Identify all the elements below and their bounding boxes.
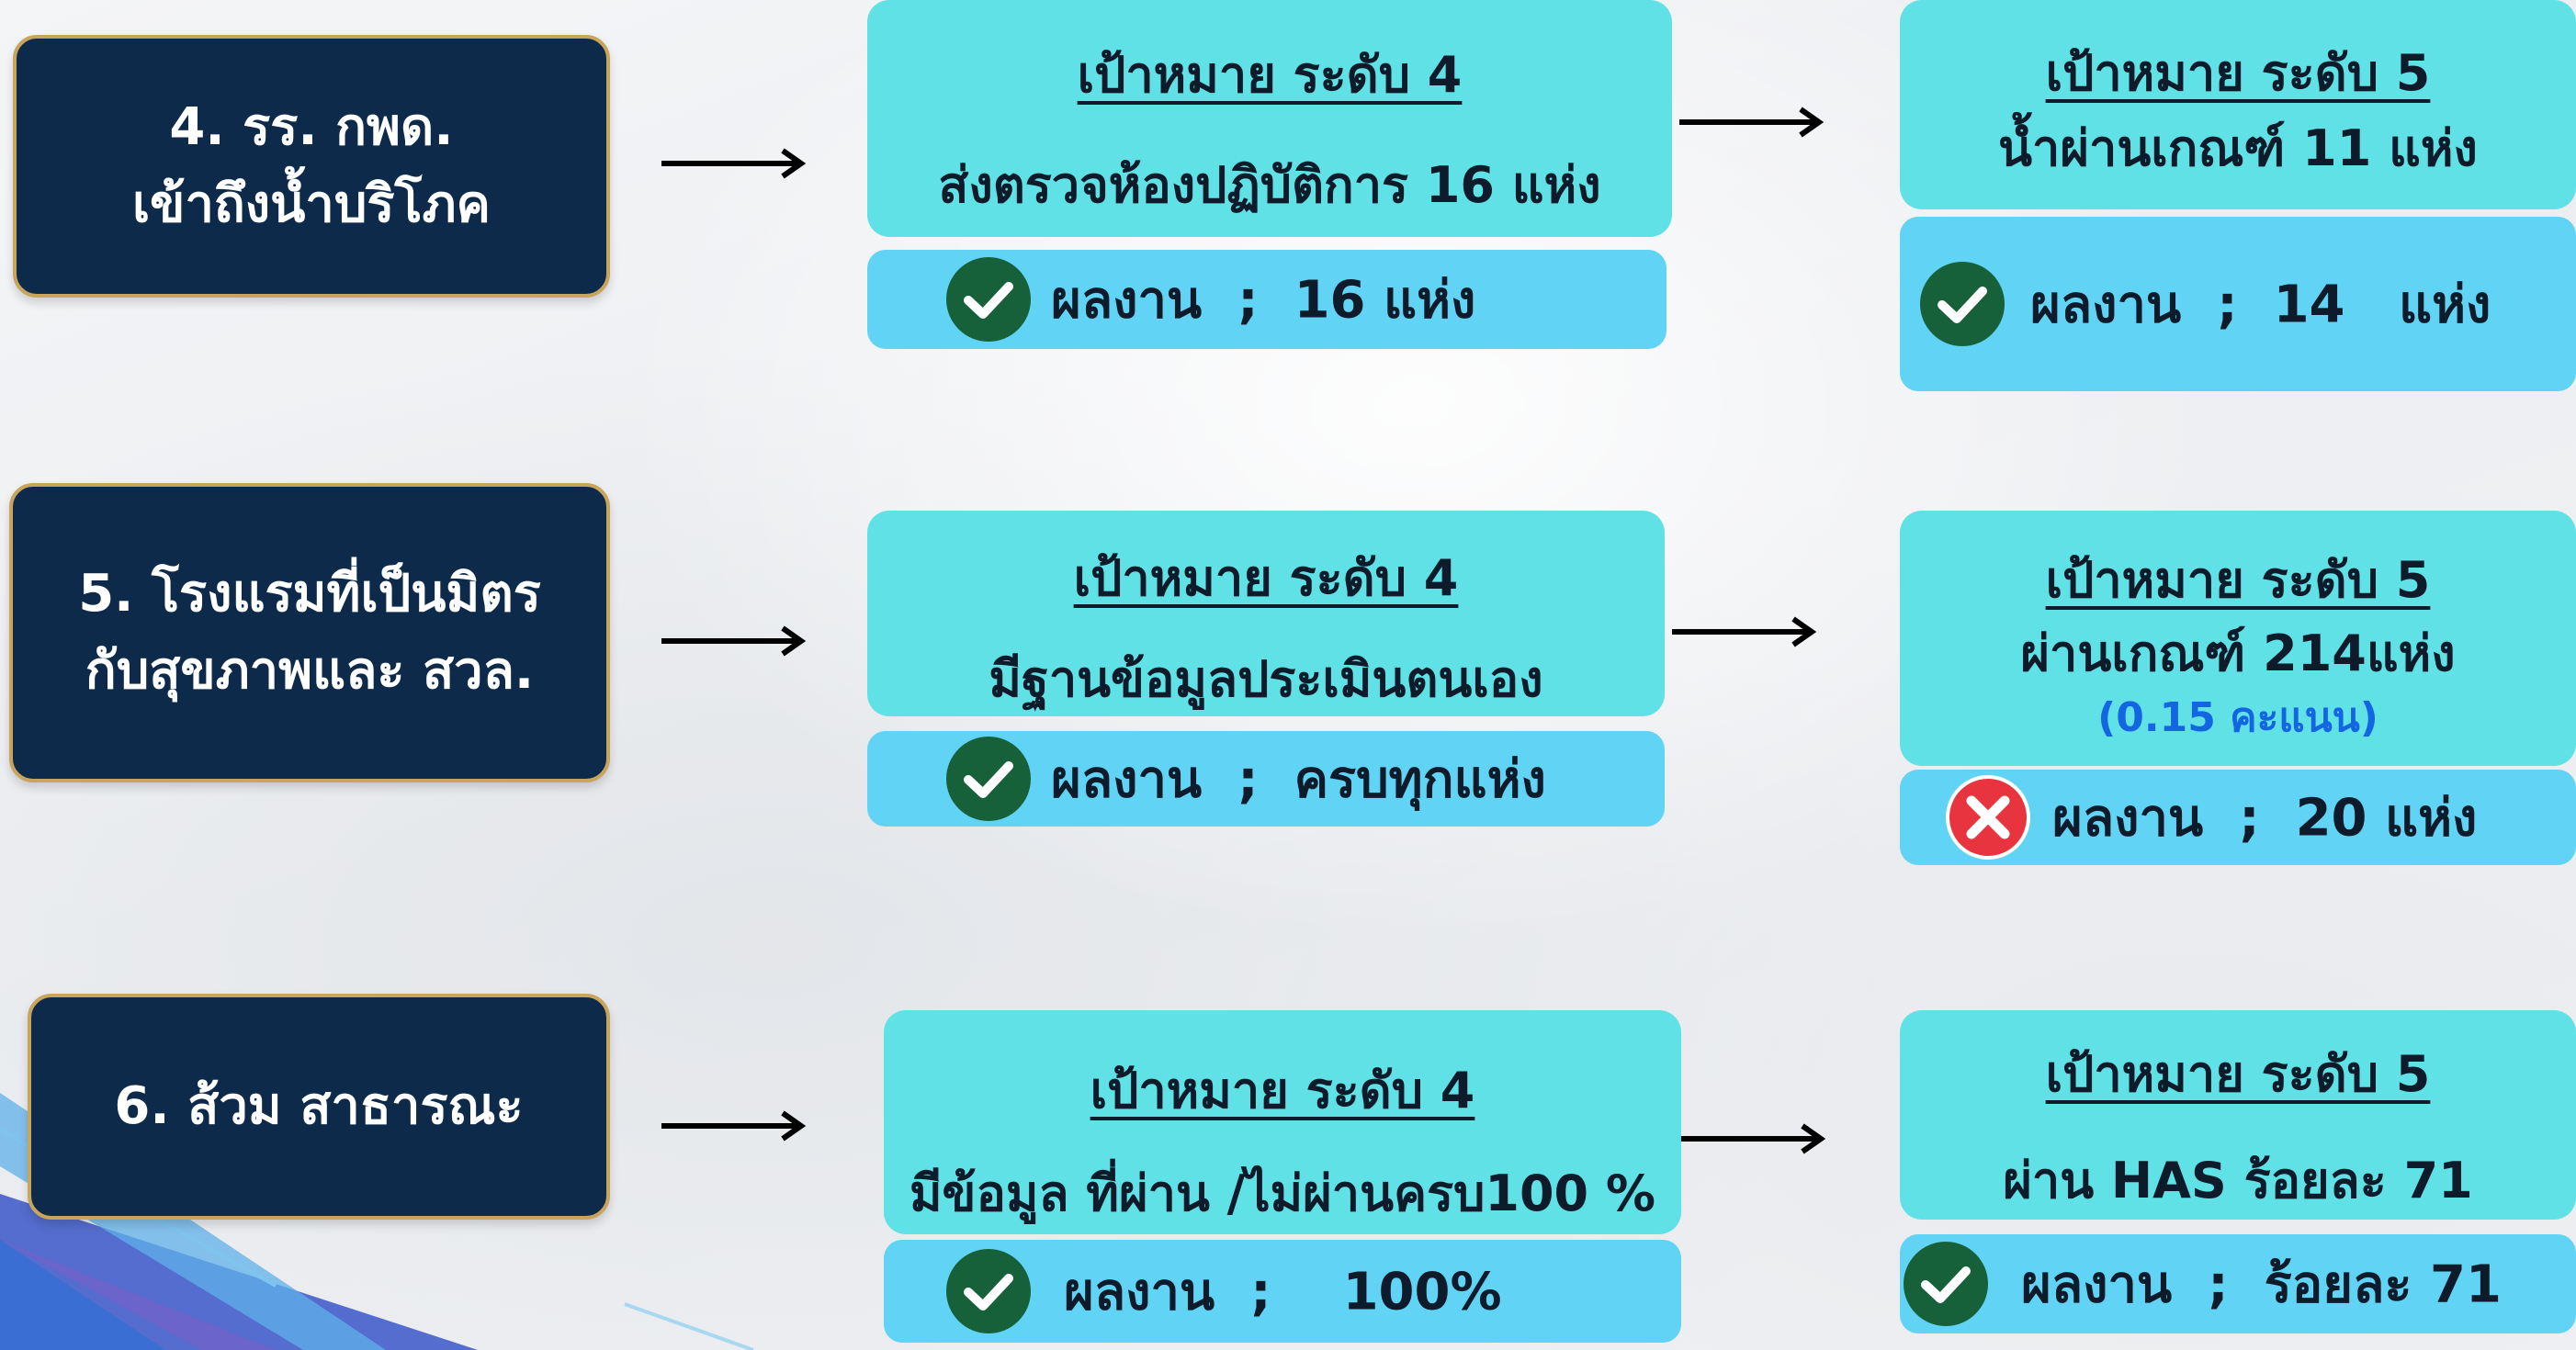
topic-label-line: 6. ส้วม สาธารณะ bbox=[114, 1076, 524, 1136]
topic-label-line: กับสุขภาพและ สวล. bbox=[85, 641, 535, 701]
level4-target-card: เป้าหมาย ระดับ 4 มีข้อมูล ที่ผ่าน /ไม่ผ่… bbox=[884, 1010, 1681, 1234]
level4-target-card: เป้าหมาย ระดับ 4 ส่งตรวจห้องปฏิบัติการ 1… bbox=[867, 0, 1672, 237]
arrow-icon bbox=[661, 1108, 808, 1144]
topic-label-hotel: 5. โรงแรมที่เป็นมิตร กับสุขภาพและ สวล. bbox=[9, 483, 610, 782]
level4-target-desc: ส่งตรวจห้องปฏิบัติการ 16 แห่ง bbox=[938, 156, 1601, 214]
level5-target-desc: น้ำผ่านเกณฑ์ 11 แห่ง bbox=[1998, 119, 2478, 177]
level4-result-text: ผลงาน ; 16 แห่ง bbox=[1051, 270, 1476, 331]
level5-result-text: ผลงาน ; 20 แห่ง bbox=[2052, 788, 2478, 849]
arrow-icon bbox=[1679, 104, 1826, 141]
topic-label-school: 4. รร. กพด. เข้าถึงน้ำบริโภค bbox=[13, 35, 610, 298]
topic-label-line: 4. รร. กพด. bbox=[169, 97, 454, 157]
arrow-icon bbox=[1681, 1120, 1828, 1157]
level4-result-bar: ผลงาน ; 100% bbox=[884, 1240, 1681, 1343]
cross-icon bbox=[1946, 775, 2030, 860]
level5-target-note: (0.15 คะแนน) bbox=[2097, 694, 2378, 741]
level4-target-card: เป้าหมาย ระดับ 4 มีฐานข้อมูลประเมินตนเอง bbox=[867, 511, 1665, 716]
arrow-icon bbox=[661, 623, 808, 659]
level4-result-text: ผลงาน ; ครบทุกแห่ง bbox=[1051, 749, 1546, 810]
level4-target-title: เป้าหมาย ระดับ 4 bbox=[1090, 1062, 1475, 1119]
level5-target-desc: ผ่าน HAS ร้อยละ 71 bbox=[2003, 1152, 2473, 1209]
level4-target-title: เป้าหมาย ระดับ 4 bbox=[1073, 549, 1459, 607]
level4-target-title: เป้าหมาย ระดับ 4 bbox=[1077, 46, 1463, 104]
level4-target-desc: มีข้อมูล ที่ผ่าน /ไม่ผ่านครบ100 % bbox=[909, 1164, 1656, 1222]
level4-result-bar: ผลงาน ; 16 แห่ง bbox=[867, 250, 1666, 349]
level5-target-title: เป้าหมาย ระดับ 5 bbox=[2045, 44, 2431, 102]
level5-result-bar: ผลงาน ; 20 แห่ง bbox=[1900, 770, 2576, 865]
level5-target-card: เป้าหมาย ระดับ 5 ผ่าน HAS ร้อยละ 71 bbox=[1900, 1010, 2576, 1220]
check-icon bbox=[946, 737, 1031, 821]
level4-result-text: ผลงาน ; 100% bbox=[1064, 1262, 1502, 1322]
topic-label-toilet: 6. ส้วม สาธารณะ bbox=[28, 994, 610, 1220]
level5-target-desc: ผ่านเกณฑ์ 214แห่ง bbox=[2020, 624, 2456, 682]
level5-target-title: เป้าหมาย ระดับ 5 bbox=[2045, 1045, 2431, 1103]
level5-result-bar: ผลงาน ; 14 แห่ง bbox=[1900, 217, 2576, 391]
level5-result-bar: ผลงาน ; ร้อยละ 71 bbox=[1900, 1234, 2576, 1333]
topic-label-line: เข้าถึงน้ำบริโภค bbox=[132, 174, 491, 234]
check-icon bbox=[946, 1249, 1031, 1333]
topic-label-line: 5. โรงแรมที่เป็นมิตร bbox=[78, 564, 541, 624]
level5-result-text: ผลงาน ; ร้อยละ 71 bbox=[2021, 1254, 2502, 1315]
check-icon bbox=[1904, 1242, 1988, 1326]
level5-target-title: เป้าหมาย ระดับ 5 bbox=[2045, 551, 2431, 609]
arrow-icon bbox=[1672, 613, 1819, 650]
check-icon bbox=[946, 257, 1031, 342]
level5-target-card: เป้าหมาย ระดับ 5 น้ำผ่านเกณฑ์ 11 แห่ง bbox=[1900, 0, 2576, 209]
level4-target-desc: มีฐานข้อมูลประเมินตนเอง bbox=[989, 650, 1543, 708]
level5-target-card: เป้าหมาย ระดับ 5 ผ่านเกณฑ์ 214แห่ง (0.15… bbox=[1900, 511, 2576, 766]
check-icon bbox=[1920, 262, 2005, 346]
level5-result-text: ผลงาน ; 14 แห่ง bbox=[2030, 275, 2491, 335]
arrow-icon bbox=[661, 145, 808, 182]
level4-result-bar: ผลงาน ; ครบทุกแห่ง bbox=[867, 731, 1665, 827]
